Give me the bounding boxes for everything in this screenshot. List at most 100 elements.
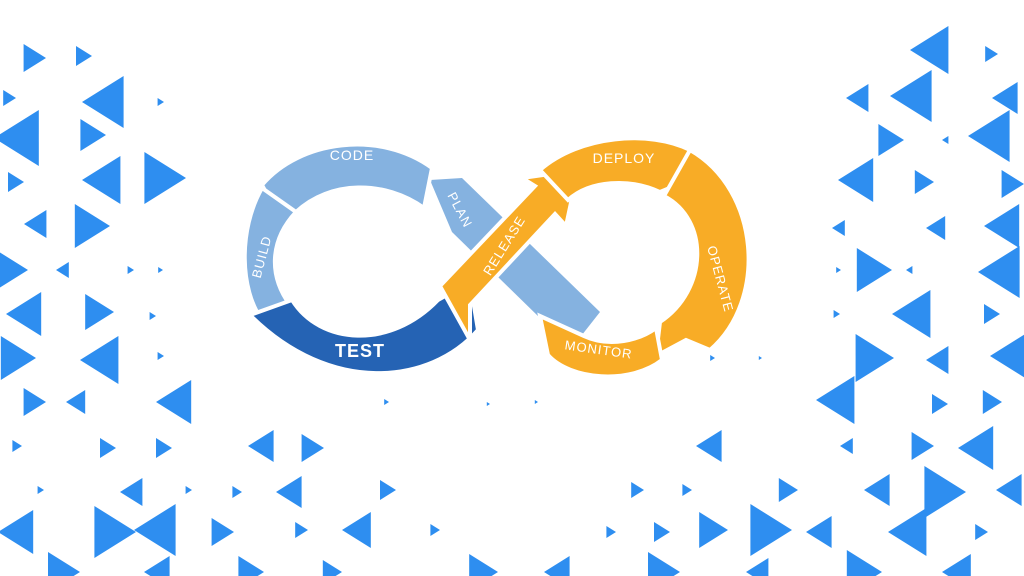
decorative-triangle <box>384 399 389 405</box>
decorative-triangle <box>134 504 176 556</box>
decorative-triangle <box>890 70 932 122</box>
decorative-triangle <box>926 346 949 374</box>
decorative-triangle <box>924 466 966 518</box>
decorative-triangle <box>654 522 670 542</box>
decorative-triangle <box>276 476 302 508</box>
decorative-triangle <box>76 46 92 66</box>
decorative-triangle <box>85 294 114 330</box>
decorative-triangle <box>80 336 119 384</box>
decorative-triangle <box>486 402 490 406</box>
decorative-triangle <box>301 434 324 462</box>
decorative-triangle <box>322 560 342 576</box>
decorative-triangle <box>211 518 234 546</box>
decorative-triangle <box>342 512 371 548</box>
decorative-triangle <box>606 526 616 538</box>
decorative-triangle <box>758 356 762 360</box>
decorative-triangle <box>295 522 308 538</box>
decorative-triangle <box>0 336 37 380</box>
decorative-triangle <box>144 556 170 576</box>
decorative-triangle <box>648 552 680 576</box>
label-code: CODE <box>330 147 374 163</box>
decorative-triangle <box>82 76 124 128</box>
decorative-triangle <box>682 484 692 496</box>
decorative-triangle <box>855 334 894 382</box>
decorative-triangle <box>534 400 538 404</box>
decorative-triangle <box>984 204 1020 248</box>
decorative-triangle <box>100 438 116 458</box>
decorative-triangle <box>544 556 570 576</box>
decorative-triangle <box>0 510 34 554</box>
decorative-triangle <box>910 26 949 74</box>
decorative-triangle <box>156 438 172 458</box>
decorative-triangle <box>6 292 42 336</box>
decorative-triangle <box>380 480 396 500</box>
decorative-triangle <box>888 508 927 556</box>
decorative-triangle <box>806 516 832 548</box>
decorative-triangle <box>48 552 80 576</box>
decorative-triangle <box>3 90 17 106</box>
label-deploy: DEPLOY <box>593 150 656 166</box>
decorative-triangle <box>696 430 722 462</box>
test-segment <box>246 278 481 376</box>
decorative-triangle <box>846 550 882 576</box>
decorative-triangle <box>750 504 792 556</box>
decorative-triangle <box>816 376 855 424</box>
decorative-triangle <box>926 216 946 240</box>
decorative-triangle <box>840 438 853 454</box>
decorative-triangle <box>1001 170 1024 198</box>
decorative-triangle <box>982 390 1002 414</box>
decorative-triangle <box>238 556 264 576</box>
decorative-triangle <box>911 432 934 460</box>
decorative-triangle <box>985 46 998 62</box>
decorative-triangle <box>149 312 156 320</box>
decorative-triangle <box>144 152 186 204</box>
decorative-triangle <box>968 110 1010 162</box>
decorative-triangle <box>157 352 164 360</box>
decorative-triangle <box>0 252 28 288</box>
triangle-pattern <box>0 26 1024 576</box>
decorative-triangle <box>975 524 988 540</box>
decorative-triangle <box>992 82 1018 114</box>
decorative-triangle <box>984 304 1000 324</box>
decorative-triangle <box>878 124 904 156</box>
decorative-triangle <box>156 380 192 424</box>
decorative-triangle <box>56 262 69 278</box>
decorative-triangle <box>232 486 242 498</box>
decorative-triangle <box>832 220 845 236</box>
operate-segment <box>653 147 751 360</box>
decorative-triangle <box>157 98 164 106</box>
label-test: TEST <box>335 341 385 361</box>
decorative-triangle <box>23 44 46 72</box>
decorative-triangle <box>892 290 931 338</box>
code-segment <box>259 142 435 230</box>
decorative-triangle <box>469 554 498 576</box>
decorative-triangle <box>836 267 841 273</box>
decorative-triangle <box>23 388 46 416</box>
decorative-triangle <box>185 486 192 494</box>
decorative-triangle <box>631 482 644 498</box>
decorative-triangle <box>120 478 143 506</box>
decorative-triangle <box>66 390 86 414</box>
decorative-triangle <box>80 119 106 151</box>
decorative-triangle <box>24 210 47 238</box>
decorative-triangle <box>990 334 1024 378</box>
decorative-triangle <box>978 246 1020 298</box>
decorative-triangle <box>74 204 110 248</box>
decorative-triangle <box>914 170 934 194</box>
decorative-triangle <box>942 554 971 576</box>
monitor-segment <box>537 312 665 379</box>
decorative-triangle <box>248 430 274 462</box>
decorative-triangle <box>37 486 44 494</box>
decorative-triangle <box>0 110 39 166</box>
decorative-triangle <box>958 426 994 470</box>
decorative-triangle <box>94 506 136 558</box>
decorative-triangle <box>856 248 892 292</box>
decorative-triangle <box>710 355 715 361</box>
decorative-triangle <box>846 84 869 112</box>
decorative-triangle <box>430 524 440 536</box>
decorative-triangle <box>864 474 890 506</box>
decorative-triangle <box>82 156 121 204</box>
decorative-triangle <box>778 478 798 502</box>
decorative-triangle <box>906 266 913 274</box>
